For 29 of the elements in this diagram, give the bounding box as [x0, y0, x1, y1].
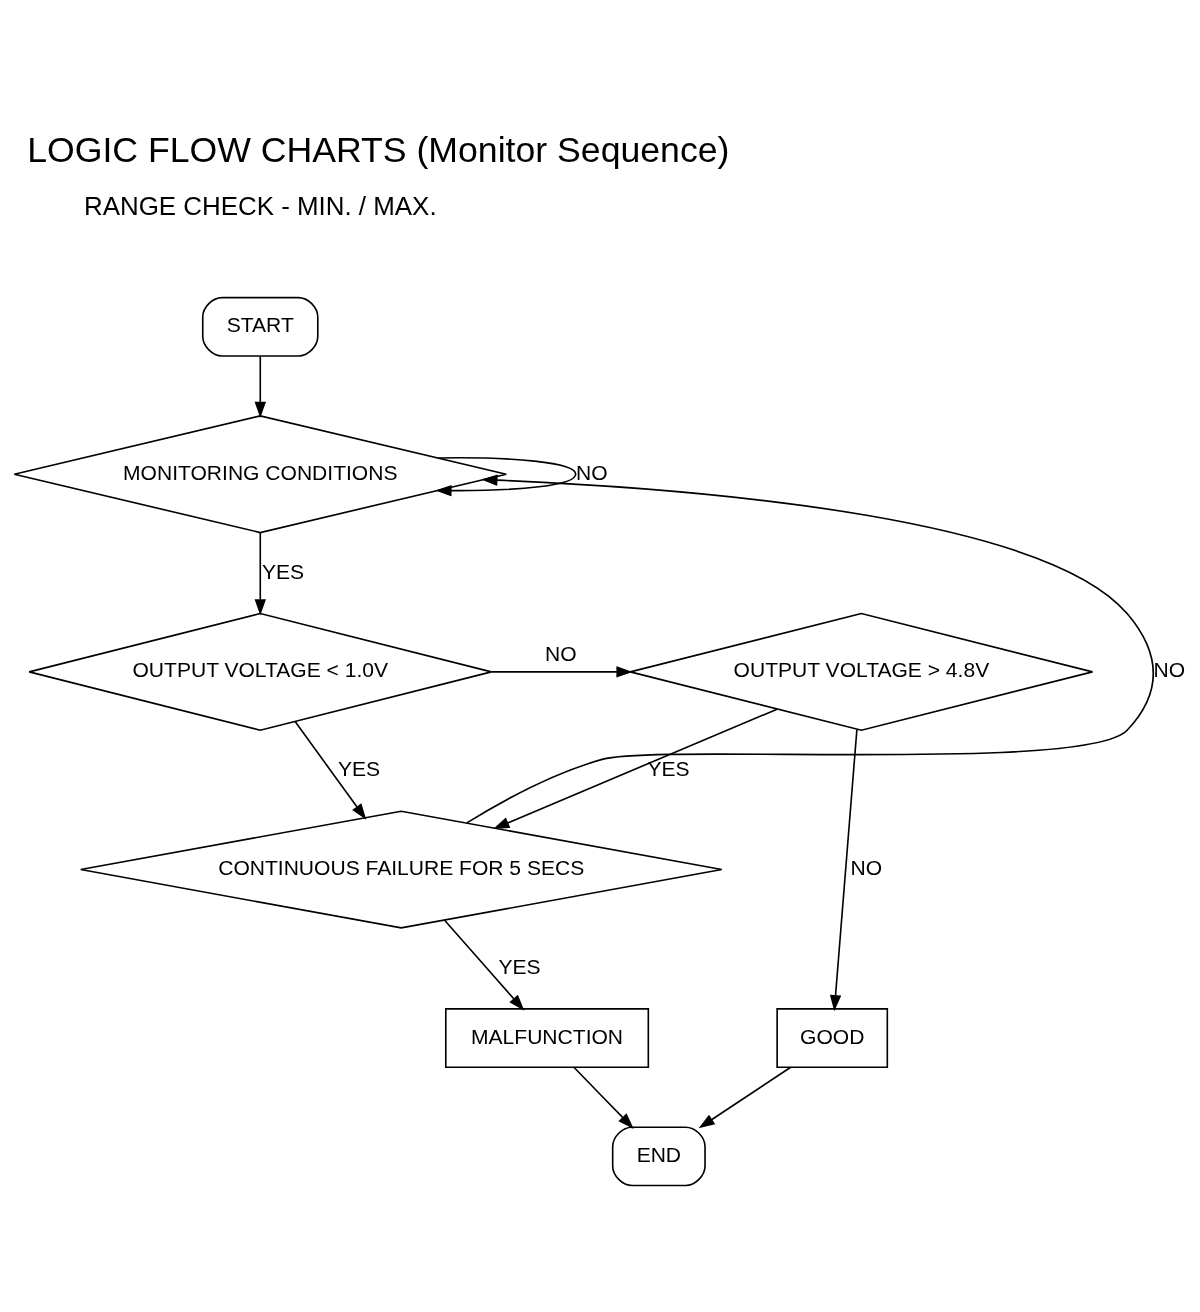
node-box: MALFUNCTION: [445, 1007, 650, 1068]
arrow: [829, 728, 858, 1011]
edge-label: NO: [850, 855, 883, 879]
edge-label: NO: [1153, 657, 1186, 681]
arrow: [435, 456, 577, 496]
node-box: START: [201, 296, 319, 357]
arrow: [490, 665, 633, 678]
node-diamond: OUTPUT VOLTAGE > 4.8V: [629, 612, 1094, 731]
arrow: [573, 1066, 634, 1129]
node-box: GOOD: [776, 1007, 889, 1068]
edge-label: NO: [576, 460, 608, 484]
arrow: [294, 720, 367, 820]
node-diamond: CONTINUOUS FAILURE FOR 5 SECS: [79, 809, 723, 929]
edge-label: YES: [338, 756, 381, 780]
edge-label: YES: [498, 954, 541, 978]
arrow: [493, 707, 778, 829]
arrow: [254, 531, 266, 616]
arrow: [254, 354, 266, 418]
arrow: [443, 919, 525, 1011]
diagram-title: LOGIC FLOW CHARTS (Monitor Sequence): [27, 129, 730, 170]
node-box: END: [611, 1125, 706, 1186]
edge-label: YES: [261, 559, 305, 583]
arrow: [466, 473, 1154, 824]
label: RANGE CHECK - MIN. / MAX.: [83, 191, 437, 220]
edge-label: YES: [647, 756, 690, 780]
node-diamond: OUTPUT VOLTAGE < 1.0V: [28, 612, 493, 731]
arrow: [698, 1065, 792, 1128]
edge-label: NO: [545, 641, 577, 665]
node-diamond: MONITORING CONDITIONS: [13, 414, 508, 533]
